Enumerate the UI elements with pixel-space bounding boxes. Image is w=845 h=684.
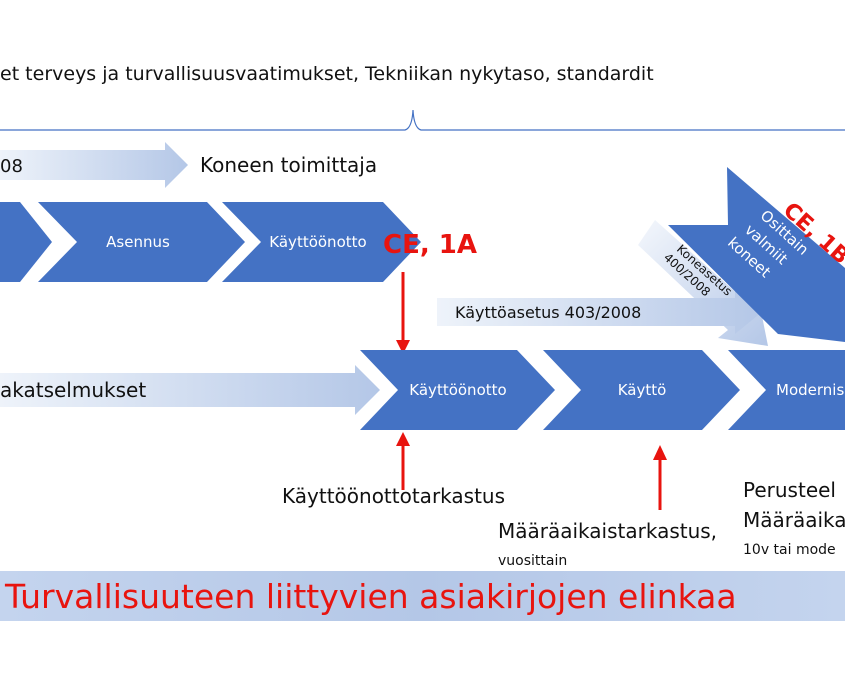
red-arrowhead <box>396 340 410 354</box>
chevron-label: Käyttö <box>618 381 667 399</box>
chevron-label: Käyttöönotto <box>409 381 506 399</box>
supplier-label: Koneen toimittaja <box>200 153 377 177</box>
chevron <box>0 202 52 282</box>
supplier-arrow <box>0 142 188 188</box>
supplier-arrow-text: 08 <box>0 156 23 177</box>
brace <box>0 109 845 131</box>
row1-chevrons: Asennus Käyttöönotto <box>0 202 421 282</box>
red-arrowhead <box>653 445 667 460</box>
review-arrow <box>0 365 380 415</box>
red-arrowhead <box>396 432 410 446</box>
chevron-modernisointi <box>728 350 845 430</box>
basic-sub: 10v tai mode <box>743 542 836 558</box>
commissioning-inspection: Käyttöönottotarkastus <box>282 484 505 508</box>
chevron-asennus <box>38 202 245 282</box>
header-text: et terveys ja turvallisuusvaatimukset, T… <box>0 63 654 85</box>
chevron-label: Asennus <box>106 233 170 251</box>
basic-inspection: Perusteel <box>743 478 836 502</box>
row2-chevrons: Käyttöönotto Käyttö Modernis <box>360 350 845 430</box>
chevron-kaytto <box>543 350 740 430</box>
chevron-label: Käyttöönotto <box>269 233 366 251</box>
kayttoasetus-label: Käyttöasetus 403/2008 <box>455 303 641 322</box>
chevron-kayttoonotto-2 <box>360 350 555 430</box>
footer-title: Turvallisuuteen liittyvien asiakirjojen … <box>4 577 737 616</box>
partial-machines-arrow <box>668 167 845 342</box>
chevron-kayttoonotto <box>222 202 421 282</box>
basic-inspection: Määräaika <box>743 508 845 532</box>
ce-1a-label: CE, 1A <box>383 230 477 260</box>
kayttoasetus-arrow <box>437 290 762 334</box>
footer-band <box>0 571 845 621</box>
review-arrow-text: akatselmukset <box>0 378 146 402</box>
periodic-inspection: Määräaikaistarkastus, <box>498 519 717 543</box>
chevron-label: Modernis <box>776 381 844 399</box>
periodic-sub: vuosittain <box>498 553 567 569</box>
